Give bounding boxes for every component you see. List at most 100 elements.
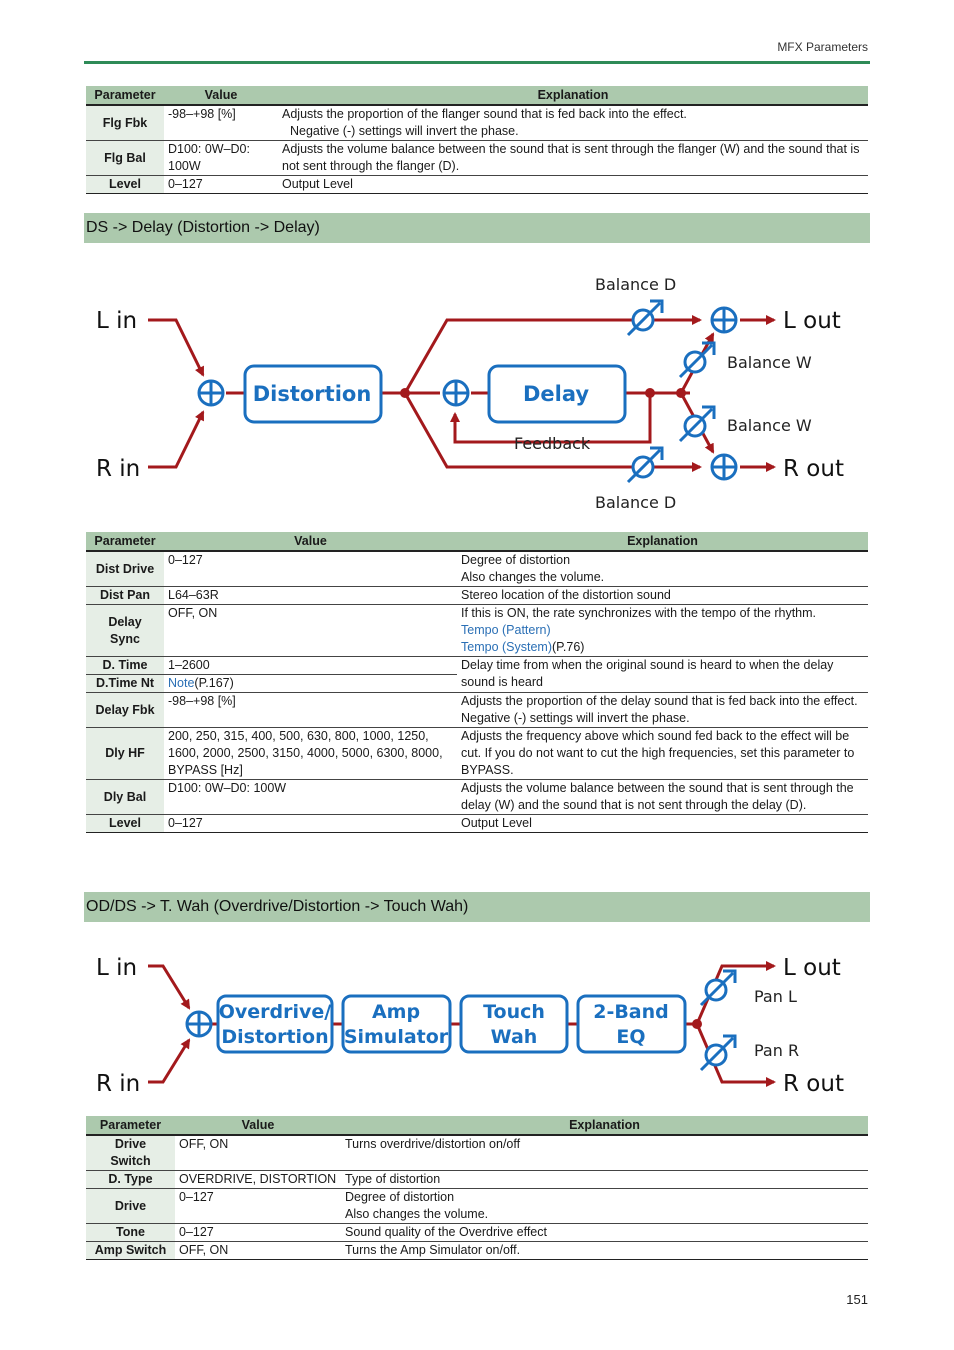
explanation-line: Negative (-) settings will invert the ph…: [290, 124, 519, 138]
od-block-label-1: Overdrive/: [219, 1001, 332, 1023]
ds-delay-params-table: Parameter Value Explanation Dist Drive 0…: [86, 532, 868, 833]
tempo-system-link[interactable]: Tempo (System): [461, 640, 552, 654]
col-header-value: Value: [175, 1116, 341, 1136]
split-node: [400, 388, 410, 398]
table-row: Tone 0–127 Sound quality of the Overdriv…: [86, 1223, 868, 1242]
wet-split-node: [676, 388, 686, 398]
param-name: Dly Bal: [86, 779, 164, 815]
param-name: Drive Switch: [86, 1135, 175, 1171]
r-in-label: R in: [96, 1071, 140, 1097]
section-title-ds-delay: DS -> Delay (Distortion -> Delay): [84, 213, 870, 243]
col-header-explanation: Explanation: [341, 1116, 868, 1136]
balance-w-top-label: Balance W: [727, 353, 812, 372]
section-header-label: MFX Parameters: [777, 40, 868, 54]
param-explanation: Adjusts the volume balance between the s…: [278, 140, 868, 176]
pan-r-label: Pan R: [754, 1041, 799, 1060]
explanation-line: Also changes the volume.: [345, 1207, 489, 1221]
param-explanation: If this is ON, the rate synchronizes wit…: [457, 604, 868, 657]
r-out-label: R out: [783, 456, 844, 482]
delay-block-label: Delay: [523, 382, 589, 406]
table-header-row: Parameter Value Explanation: [86, 532, 868, 552]
col-header-value: Value: [164, 86, 278, 106]
feedback-label: Feedback: [514, 434, 591, 453]
table-row: Dly HF 200, 250, 315, 400, 500, 630, 800…: [86, 727, 868, 780]
balance-d-bottom-label: Balance D: [595, 493, 676, 512]
r-out-wire: [695, 1023, 776, 1087]
param-explanation: Output Level: [457, 814, 868, 833]
param-name: Amp Switch: [86, 1241, 175, 1260]
od-block-label-2: Distortion: [221, 1026, 328, 1048]
l-out-label: L out: [783, 308, 841, 334]
param-name: Tone: [86, 1223, 175, 1242]
param-explanation: Output Level: [278, 175, 868, 194]
param-explanation: Degree of distortion Also changes the vo…: [341, 1188, 868, 1224]
param-value: OVERDRIVE, DISTORTION: [175, 1170, 341, 1189]
param-name: Delay Sync: [86, 604, 164, 657]
param-value: 0–127: [164, 175, 278, 194]
table-row: Delay Sync OFF, ON If this is ON, the ra…: [86, 604, 868, 657]
touch-wah-block: [459, 994, 569, 1054]
param-explanation: Adjusts the volume balance between the s…: [457, 779, 868, 815]
col-header-parameter: Parameter: [86, 532, 164, 552]
param-explanation: Adjusts the proportion of the flanger so…: [278, 105, 868, 141]
col-header-parameter: Parameter: [86, 1116, 175, 1136]
param-name: Drive: [86, 1188, 175, 1224]
param-value: D100: 0W–D0: 100W: [164, 140, 278, 176]
col-header-explanation: Explanation: [457, 532, 868, 552]
knob-arrow: [699, 1034, 737, 1072]
explanation-line: Adjusts the proportion of the delay soun…: [461, 694, 858, 708]
param-name: Dist Pan: [86, 586, 164, 605]
param-value: 0–127: [175, 1223, 341, 1242]
amp-block-label-2: Simulator: [344, 1026, 449, 1048]
param-explanation: Turns overdrive/distortion on/off: [341, 1135, 868, 1171]
param-name: D. Type: [86, 1170, 175, 1189]
l-in-label: L in: [96, 308, 137, 334]
knob-arrow: [626, 299, 664, 337]
param-value: OFF, ON: [175, 1135, 341, 1171]
col-header-parameter: Parameter: [86, 86, 164, 106]
note-link[interactable]: Note: [168, 676, 195, 690]
knob-arrow: [678, 341, 716, 379]
eq-block-label-2: EQ: [616, 1026, 645, 1048]
explanation-line: Degree of distortion: [461, 553, 571, 567]
param-explanation: Sound quality of the Overdrive effect: [341, 1223, 868, 1242]
r-in-wire: [148, 1038, 191, 1084]
param-explanation: Type of distortion: [341, 1170, 868, 1189]
knob-arrow: [699, 969, 737, 1007]
dry-bottom-wire: [403, 392, 702, 472]
table-row: D.Time Nt Note(P.167): [86, 674, 868, 693]
table-row: D. Type OVERDRIVE, DISTORTION Type of di…: [86, 1170, 868, 1189]
param-name: Level: [86, 814, 164, 833]
page-number: 151: [846, 1292, 868, 1307]
dry-top-wire: [403, 315, 702, 394]
param-value: -98–+98 [%]: [164, 105, 278, 141]
explanation-line: Negative (-) settings will invert the ph…: [461, 711, 690, 725]
tempo-pattern-link[interactable]: Tempo (Pattern): [461, 623, 551, 637]
r-out-label: R out: [783, 1071, 844, 1097]
col-header-explanation: Explanation: [278, 86, 868, 106]
plus-glyph: [712, 308, 736, 332]
param-explanation: Delay time from when the original sound …: [457, 656, 868, 693]
amp-simulator-block: [341, 994, 452, 1054]
explanation-line: Also changes the volume.: [461, 570, 605, 584]
wah-block-label-2: Wah: [491, 1026, 538, 1048]
page-ref: (P.167): [194, 676, 234, 690]
split-node: [692, 1019, 702, 1029]
r-in-label: R in: [96, 456, 140, 482]
table-row: Drive Switch OFF, ON Turns overdrive/dis…: [86, 1135, 868, 1171]
distortion-block: [243, 364, 383, 424]
param-name: Dist Drive: [86, 551, 164, 587]
knob-arrow: [678, 405, 716, 443]
param-value: L64–63R: [164, 586, 457, 605]
l-out-label: L out: [783, 955, 841, 981]
param-value: D100: 0W–D0: 100W: [164, 779, 457, 815]
table-row: Level 0–127 Output Level: [86, 175, 868, 194]
param-name: Level: [86, 175, 164, 194]
l-out-wire: [695, 961, 776, 1025]
table-row: Drive 0–127 Degree of distortion Also ch…: [86, 1188, 868, 1224]
plus-glyph: [712, 455, 736, 479]
distortion-block-label: Distortion: [253, 382, 372, 406]
param-value: 0–127: [175, 1188, 341, 1224]
table-row: Delay Fbk -98–+98 [%] Adjusts the propor…: [86, 692, 868, 728]
od-twah-signal-diagram: Overdrive/ Distortion Amp Simulator Touc…: [96, 955, 844, 1097]
